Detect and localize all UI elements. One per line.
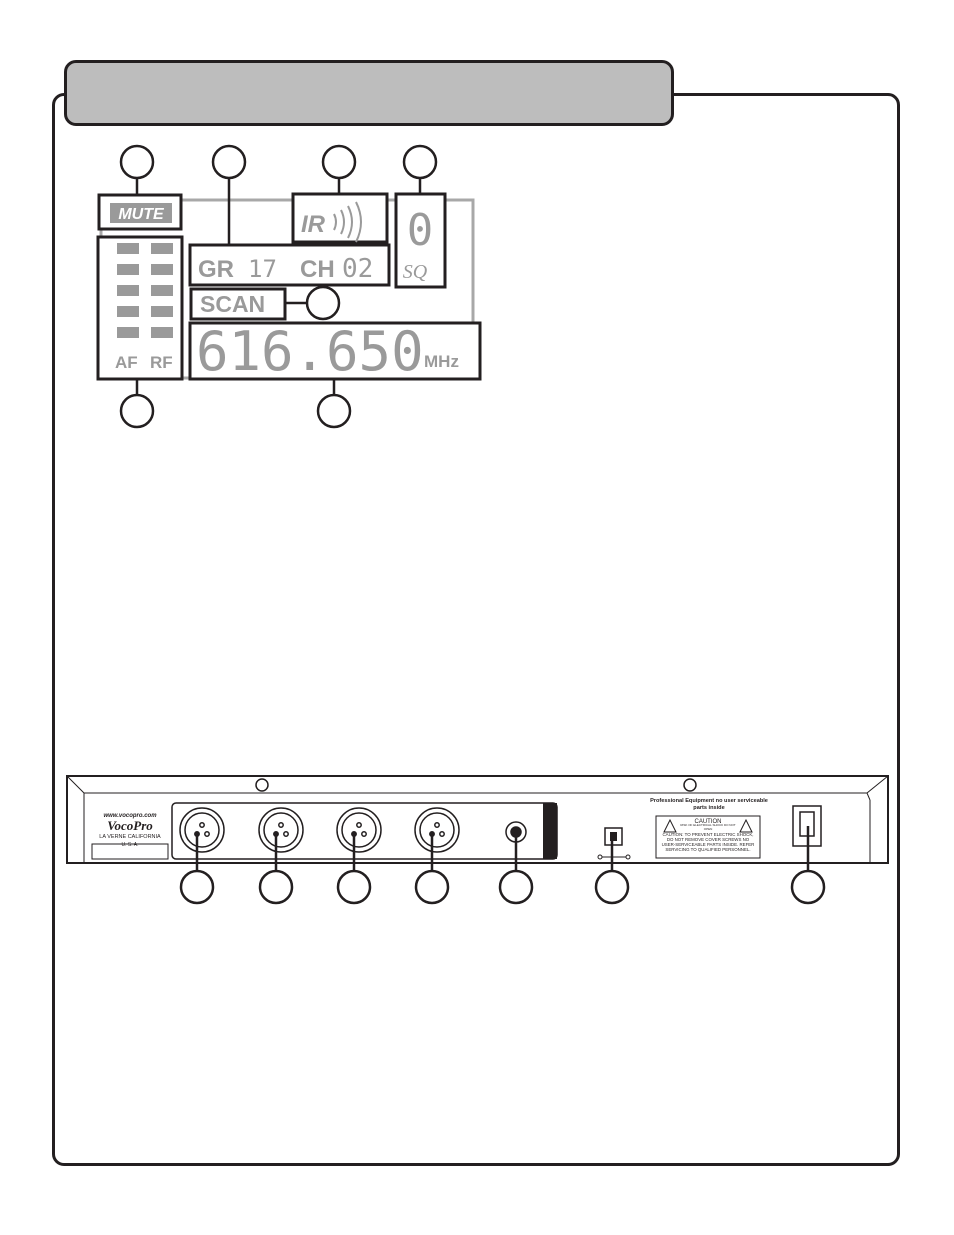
serial-label-area [91,843,169,860]
rf-label: RF [150,353,173,372]
frequency-box [188,321,482,381]
group-value: 17 [248,255,277,283]
ir-label: IR [301,211,326,238]
mount-hole-icon [255,778,269,792]
lcd-display: MUTE IR 0 SQ AF RF GR 17 CH 02 [96,192,482,383]
callout-xlr-2 [258,869,294,905]
ir-box [291,192,389,244]
country-text: U. S. A. [122,842,139,848]
caution-text: CAUTION: TO PREVENT ELECTRIC SHOCK, DO N… [661,832,755,852]
callout-dc-jack [594,869,630,905]
rear-panel: www.vocopro.com VocoPro LA VERNE CALIFOR… [66,775,889,864]
website-text: www.vocopro.com [103,813,157,819]
caution-title: CAUTION [695,819,722,825]
warning-title: Professional Equipment no user serviceab… [650,798,768,811]
sq-box [394,192,447,289]
warning-triangle-icon [663,818,677,833]
caution-text-wrap: CAUTION: TO PREVENT ELECTRIC SHOCK, DO N… [661,832,755,852]
callout-xlr-3 [336,869,372,905]
mute-indicator [110,203,172,223]
scan-label: SCAN [200,291,265,317]
scan-box [189,287,287,321]
dc-power-jack [597,827,631,860]
callout-xlr-4 [414,869,450,905]
mute-label: MUTE [118,206,165,223]
mount-hole-icon [683,778,697,792]
city-text: LA VERNE CALIFORNIA [99,834,161,840]
channel-label: CH [300,256,335,283]
callout-jack [498,869,534,905]
section-title-tab [64,60,674,126]
callout-mute [119,144,155,180]
sq-value: 0 [407,205,434,256]
callout-scan [305,285,341,321]
callout-af-rf [119,393,155,429]
warning-triangle-icon [739,818,753,833]
af-label: AF [115,353,138,372]
callout-ir [321,144,357,180]
callout-frequency [316,393,352,429]
callout-power-switch [790,869,826,905]
frequency-unit: MHz [424,352,459,371]
frequency-value: 616.650 [196,320,424,383]
bay-edge [543,803,557,859]
group-channel-box [188,243,391,287]
callout-xlr-1 [179,869,215,905]
caution-label [655,815,761,859]
lcd-callouts [119,144,438,429]
brand-logo: VocoPro [107,818,153,833]
xlr-output-1 [179,807,225,853]
sq-label: SQ [403,261,428,283]
caution-sub: RISK OF ELECTRICAL SHOCK DO NOT OPEN [680,824,736,831]
ir-waves-icon [333,201,362,243]
callout-group-channel [211,144,247,180]
channel-value: 02 [342,254,373,284]
group-label: GR [198,256,234,283]
rear-callouts [179,826,826,905]
warning-title-wrap: Professional Equipment no user serviceab… [650,798,768,811]
caution-sub-wrap: RISK OF ELECTRICAL SHOCK DO NOT OPEN [680,824,736,831]
callout-sq [402,144,438,180]
af-rf-meter-bars [117,243,173,338]
